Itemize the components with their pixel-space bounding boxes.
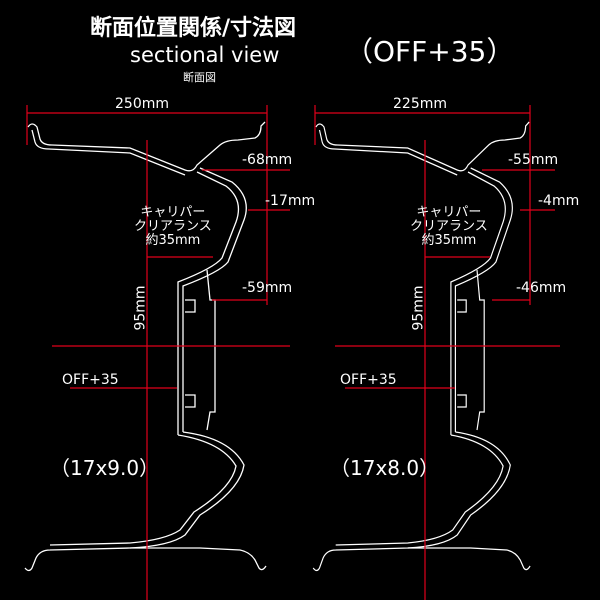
caliper-line-1: キャリパー [140,205,206,220]
dim-label-2: -4mm [538,193,580,209]
caliper-line-1: キャリパー [416,205,482,220]
offset-title: （OFF+35） [345,35,515,68]
caliper-clearance-label: キャリパー クリアランス 約35mm [134,206,212,248]
caliper-clearance-label: キャリパー クリアランス 約35mm [410,206,488,248]
caliper-line-3: 約35mm [421,233,477,248]
caliper-line-3: 約35mm [145,233,201,248]
pcd-label: 95mm [410,285,427,331]
offset-label: OFF+35 [340,372,397,388]
dimension-lines [26,105,560,600]
page-title: 断面位置関係/寸法図 [90,16,297,41]
subtitle-jp: 断面図 [183,71,216,84]
dim-label-3: -46mm [516,280,567,296]
pcd-label: 95mm [132,285,149,331]
wheel-size-label: （17x8.0） [330,456,440,480]
offset-label: OFF+35 [62,372,119,388]
width-label: 250mm [115,96,169,112]
subtitle-en: sectional view [130,43,280,67]
dim-label-1: -68mm [242,152,293,168]
caliper-line-2: クリアランス [134,219,212,234]
dim-label-3: -59mm [242,280,293,296]
wheel-size-label: （17x9.0） [50,456,160,480]
width-label: 225mm [393,96,447,112]
dim-label-1: -55mm [508,152,559,168]
dim-label-2: -17mm [265,193,316,209]
caliper-line-2: クリアランス [410,219,488,234]
